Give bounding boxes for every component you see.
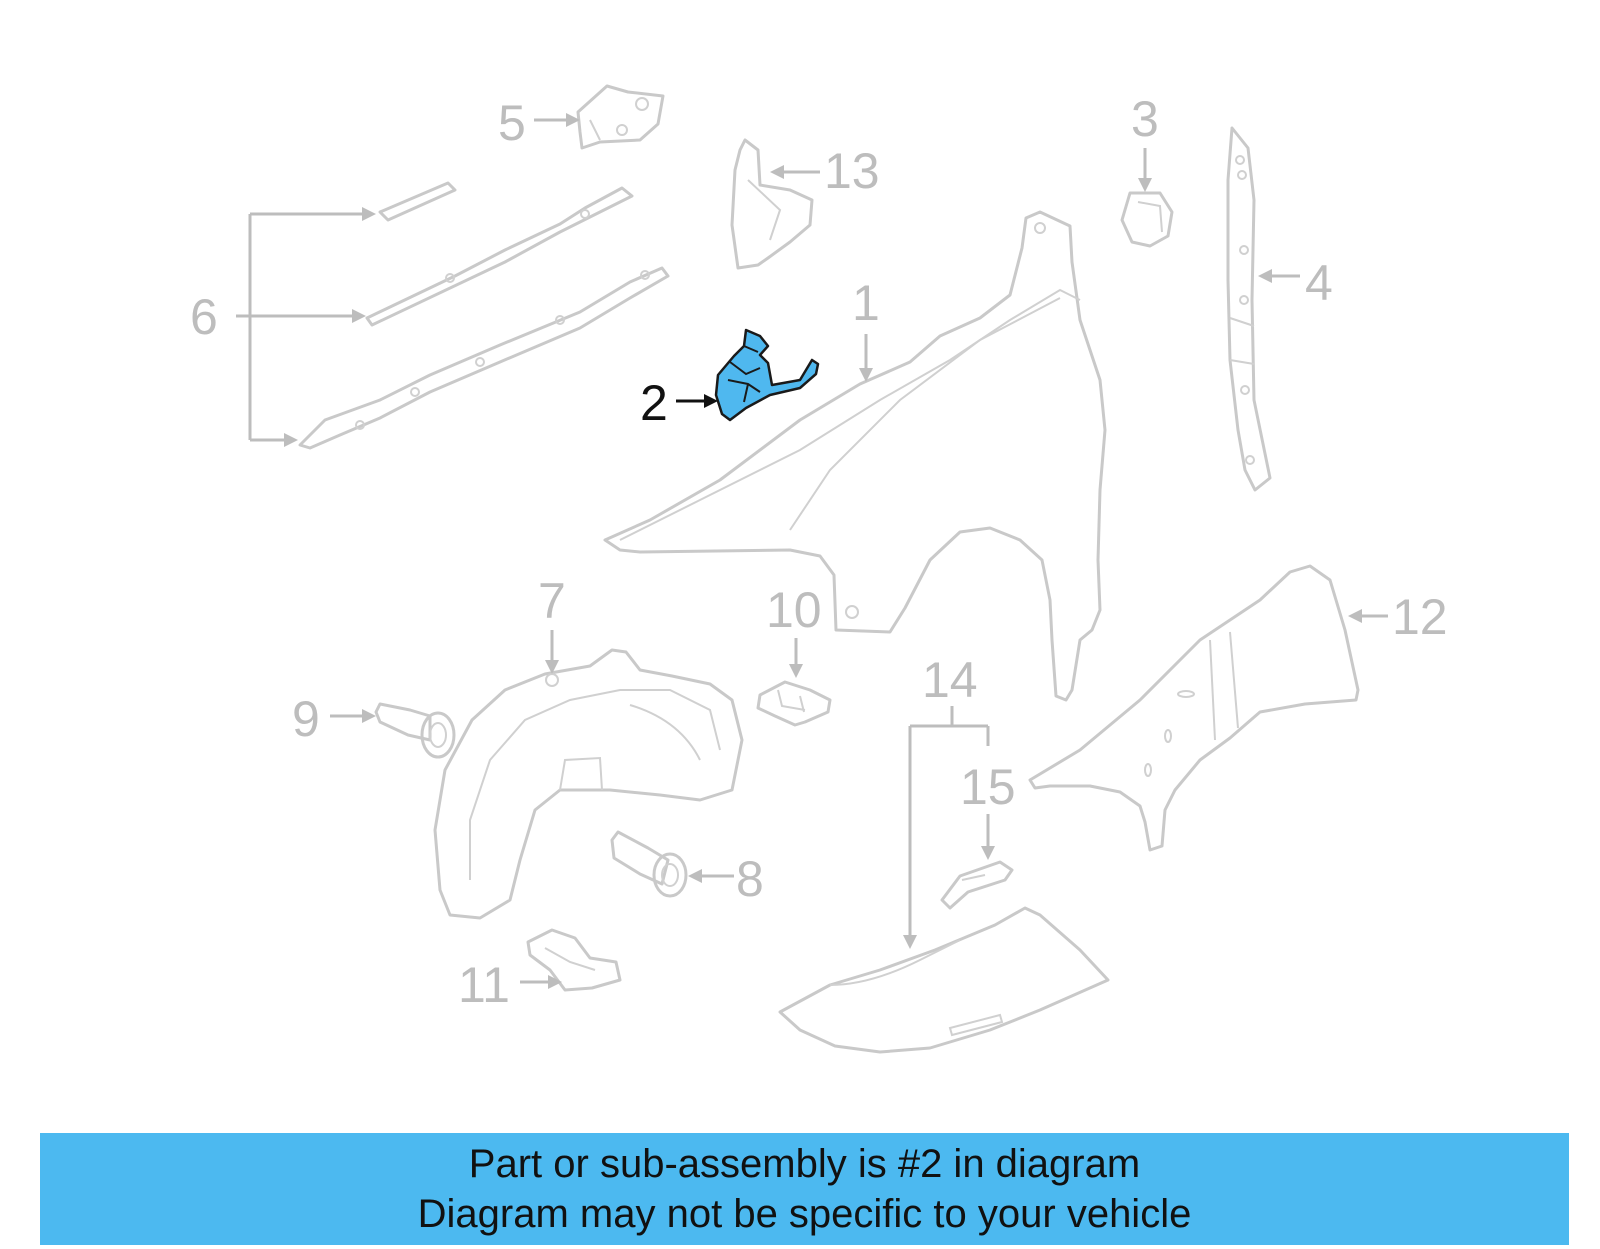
part-5-bracket (576, 84, 665, 150)
part-12-panel (1028, 564, 1360, 852)
part-11-bracket (526, 928, 622, 992)
part-3-plug (1120, 191, 1174, 248)
callout-6: 6 (190, 289, 218, 345)
part-15-clip (940, 860, 1014, 910)
callout-9: 9 (292, 691, 320, 747)
part-13-bracket (730, 138, 814, 270)
part-2-bracket-highlighted (714, 328, 820, 422)
callout-3: 3 (1131, 91, 1159, 147)
part-1-fender (603, 210, 1107, 702)
banner-line-part: Part or sub-assembly is #2 in diagram (468, 1142, 1141, 1186)
callout-11: 11 (458, 957, 510, 1013)
part-4-bracket (1226, 126, 1272, 492)
part-9-screw (374, 702, 456, 759)
callout-labels: 5 13 3 4 6 1 2 7 10 9 12 14 15 8 11 (190, 91, 1448, 1013)
info-banner: Part or sub-assembly is #2 in diagram Di… (40, 1133, 1569, 1245)
part-6-strips (298, 181, 670, 450)
callout-1: 1 (852, 275, 880, 331)
banner-line-disclaimer: Diagram may not be specific to your vehi… (417, 1192, 1192, 1236)
part-14-trim-panel (778, 906, 1110, 1054)
callout-4: 4 (1305, 255, 1333, 311)
leader-lines (236, 113, 1388, 989)
callout-14: 14 (922, 652, 978, 708)
callout-13: 13 (824, 143, 880, 199)
callout-10: 10 (766, 582, 822, 638)
parts-diagram: 5 13 3 4 6 1 2 7 10 9 12 14 15 8 11 (190, 84, 1448, 1054)
part-8-screw (610, 830, 688, 898)
callout-15: 15 (960, 759, 1016, 815)
callout-8: 8 (736, 851, 764, 907)
callout-5: 5 (498, 95, 526, 151)
callout-2: 2 (640, 375, 668, 431)
part-10-clip (756, 680, 832, 727)
callout-12: 12 (1392, 589, 1448, 645)
callout-7: 7 (538, 573, 566, 629)
